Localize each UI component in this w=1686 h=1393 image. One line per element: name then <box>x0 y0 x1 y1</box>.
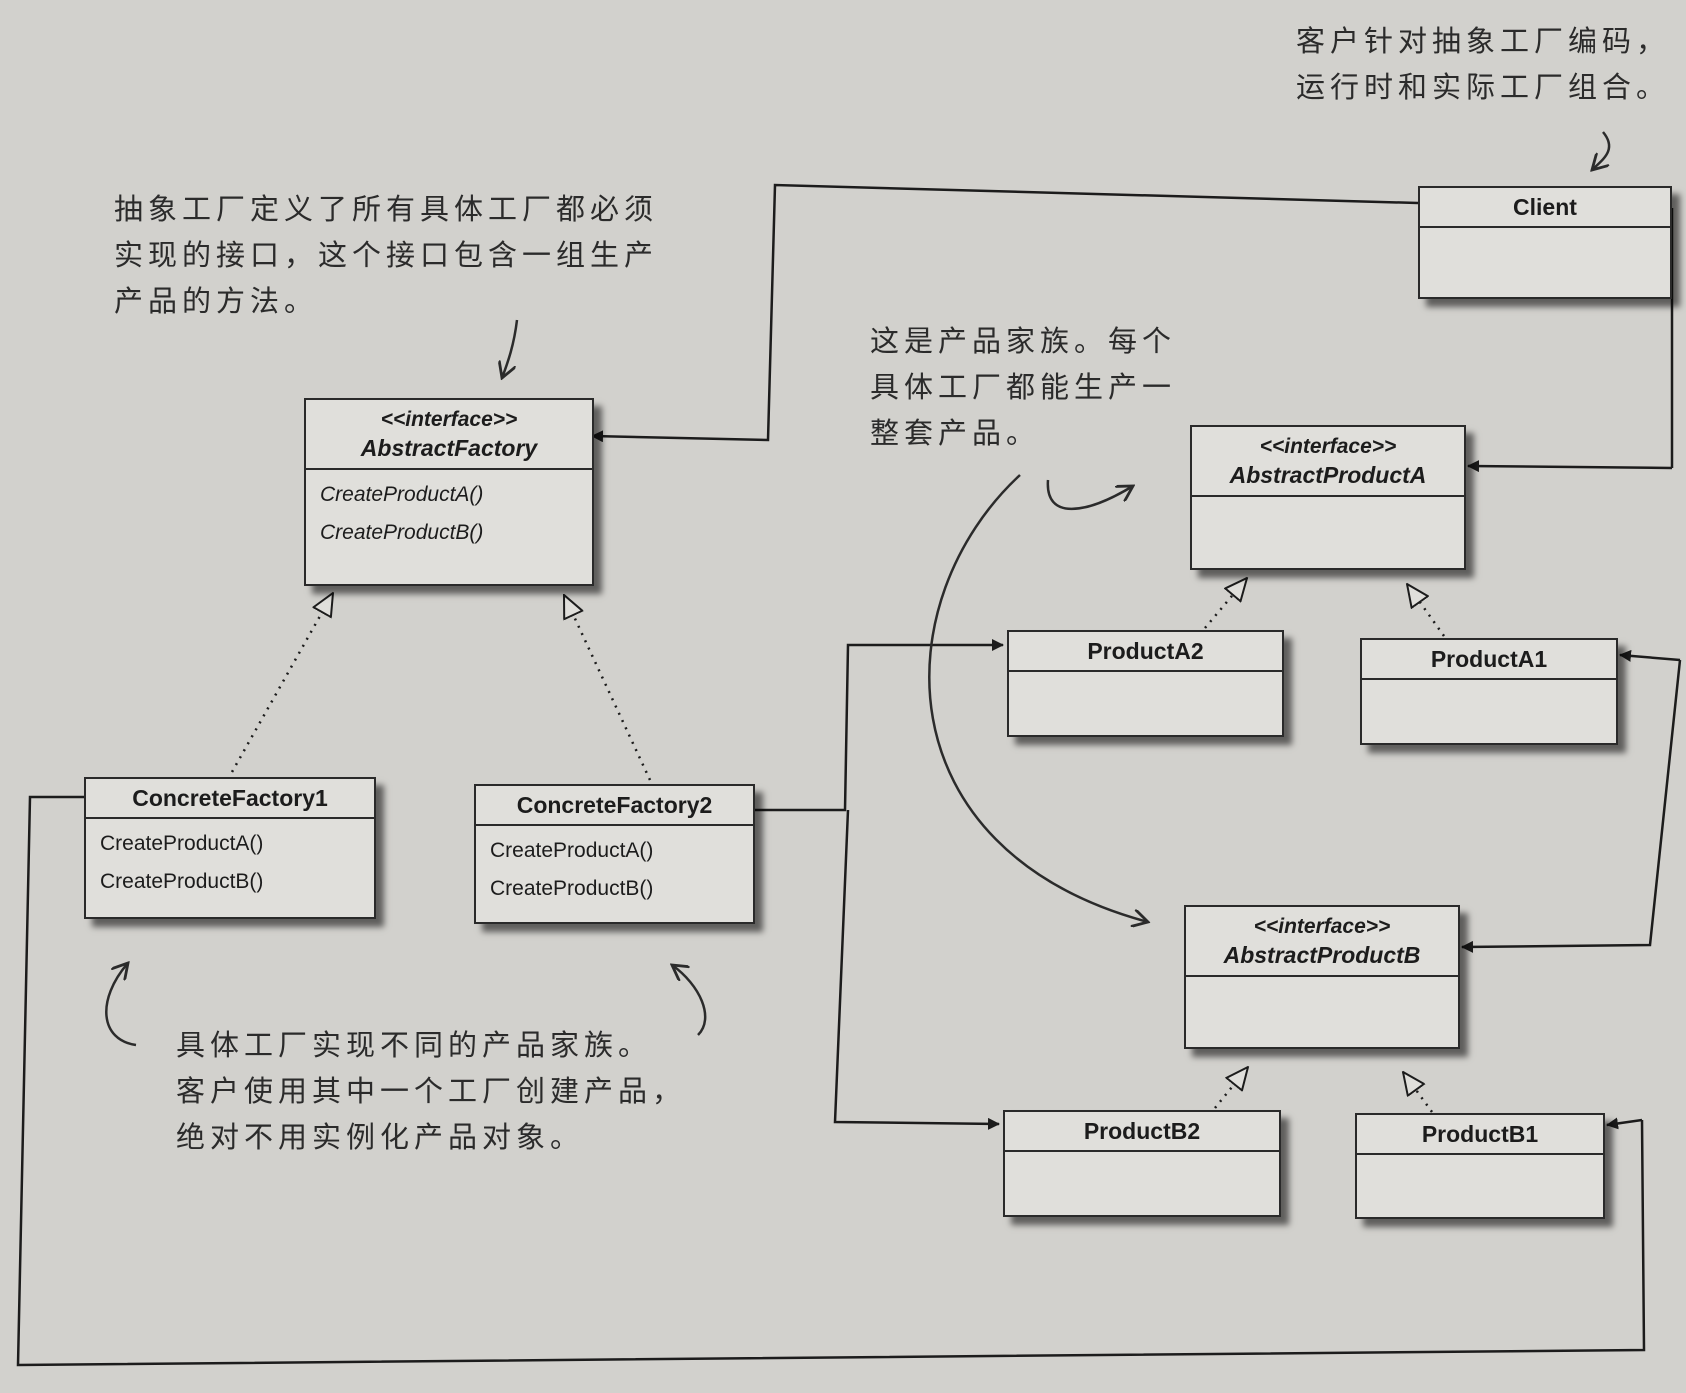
concrete-factories-note-line: 客户使用其中一个工厂创建产品， <box>176 1074 687 1108</box>
operation: CreateProductA() <box>490 839 654 862</box>
class-operations: CreateProductA() CreateProductB() <box>86 819 374 907</box>
class-stereotype: <<interface>> <box>1259 435 1397 458</box>
operation: CreateProductB() <box>320 521 484 544</box>
class-name: ConcreteFactory1 <box>86 779 374 819</box>
concrete-factory2-realizes-abstract-factory <box>562 595 652 781</box>
concrete-factories-note-line: 绝对不用实例化产品对象。 <box>176 1120 585 1154</box>
client-note-pointer <box>1592 131 1611 170</box>
concrete-factory1-outer-loop <box>16 795 1646 1367</box>
operation: CreateProductB() <box>490 877 654 900</box>
concrete-factories-note-pointer-right <box>672 965 707 1036</box>
abstract-factory-note-line: 抽象工厂定义了所有具体工厂都必须 <box>114 192 659 226</box>
class-header: <<interface>> AbstractProductA <box>1192 427 1464 497</box>
class-name: ConcreteFactory2 <box>476 786 753 826</box>
client-to-abstract-factory-arrow <box>591 183 1419 443</box>
abstract-factory-note-line: 实现的接口，这个接口包含一组生产 <box>114 238 659 272</box>
class-header: <<interface>> AbstractProductB <box>1186 907 1458 977</box>
concrete-factories-note: 具体工厂实现不同的产品家族。 客户使用其中一个工厂创建产品， 绝对不用实例化产品… <box>176 1022 686 1160</box>
client-note-line: 运行时和实际工厂组合。 <box>1296 70 1671 104</box>
class-name: AbstractProductA <box>1229 462 1427 488</box>
product-family-note-pointer <box>928 474 1148 922</box>
operation: CreateProductA() <box>320 483 484 506</box>
abstract-factory-note-pointer <box>502 319 519 378</box>
product-a2-class: ProductA2 <box>1007 630 1284 737</box>
concrete-factory2-to-product-b2-arrow <box>833 809 1000 1130</box>
client-to-abstract-product-b-arrow <box>1461 659 1682 953</box>
concrete-factory1-realizes-abstract-factory <box>230 593 333 773</box>
product-b1-realizes-abstract-product-b <box>1403 1072 1434 1113</box>
outer-loop-to-product-b1-arrow <box>1606 1117 1643 1130</box>
product-a2-realizes-abstract-product-a <box>1204 578 1247 629</box>
class-name: AbstractFactory <box>360 435 538 461</box>
product-b2-class: ProductB2 <box>1003 1110 1281 1217</box>
class-name: ProductA1 <box>1362 640 1616 680</box>
concrete-factory1-class: ConcreteFactory1 CreateProductA() Create… <box>84 777 376 919</box>
product-family-note-line: 整套产品。 <box>870 416 1041 450</box>
class-name: ProductB1 <box>1357 1115 1603 1155</box>
class-operations: CreateProductA() CreateProductB() <box>476 826 753 914</box>
client-to-abstract-product-a-arrow <box>1467 460 1673 473</box>
client-note: 客户针对抽象工厂编码， 运行时和实际工厂组合。 <box>1296 18 1670 110</box>
client-note-line: 客户针对抽象工厂编码， <box>1296 24 1671 58</box>
class-name: Client <box>1420 188 1670 228</box>
concrete-factories-note-line: 具体工厂实现不同的产品家族。 <box>176 1028 653 1062</box>
product-family-note-line: 具体工厂都能生产一 <box>870 370 1177 404</box>
class-operations: CreateProductA() CreateProductB() <box>306 470 592 558</box>
operation: CreateProductB() <box>100 870 264 893</box>
abstract-factory-note: 抽象工厂定义了所有具体工厂都必须 实现的接口，这个接口包含一组生产 产品的方法。 <box>114 186 658 324</box>
abstract-product-a-class: <<interface>> AbstractProductA <box>1190 425 1466 570</box>
product-b1-class: ProductB1 <box>1355 1113 1605 1219</box>
product-family-note: 这是产品家族。每个 具体工厂都能生产一 整套产品。 <box>870 318 1176 456</box>
product-a1-realizes-abstract-product-a <box>1407 584 1446 637</box>
concrete-factories-note-pointer-left <box>105 963 137 1047</box>
product-family-curl-pointer <box>1046 479 1133 511</box>
concrete-factory2-to-product-a2-arrow <box>755 639 1004 812</box>
client-to-product-a1-arrow <box>1619 649 1681 662</box>
product-b2-realizes-abstract-product-b <box>1214 1067 1248 1109</box>
class-stereotype: <<interface>> <box>1253 915 1391 938</box>
abstract-product-b-class: <<interface>> AbstractProductB <box>1184 905 1460 1049</box>
concrete-factory2-class: ConcreteFactory2 CreateProductA() Create… <box>474 784 755 924</box>
operation: CreateProductA() <box>100 832 264 855</box>
client-class: Client <box>1418 186 1672 299</box>
class-stereotype: <<interface>> <box>380 408 518 431</box>
class-header: <<interface>> AbstractFactory <box>306 400 592 470</box>
product-family-note-line: 这是产品家族。每个 <box>870 324 1177 358</box>
product-a1-class: ProductA1 <box>1360 638 1618 745</box>
abstract-factory-class: <<interface>> AbstractFactory CreateProd… <box>304 398 594 586</box>
class-name: AbstractProductB <box>1223 942 1421 968</box>
class-name: ProductB2 <box>1005 1112 1279 1152</box>
class-name: ProductA2 <box>1009 632 1282 672</box>
abstract-factory-note-line: 产品的方法。 <box>114 284 319 318</box>
